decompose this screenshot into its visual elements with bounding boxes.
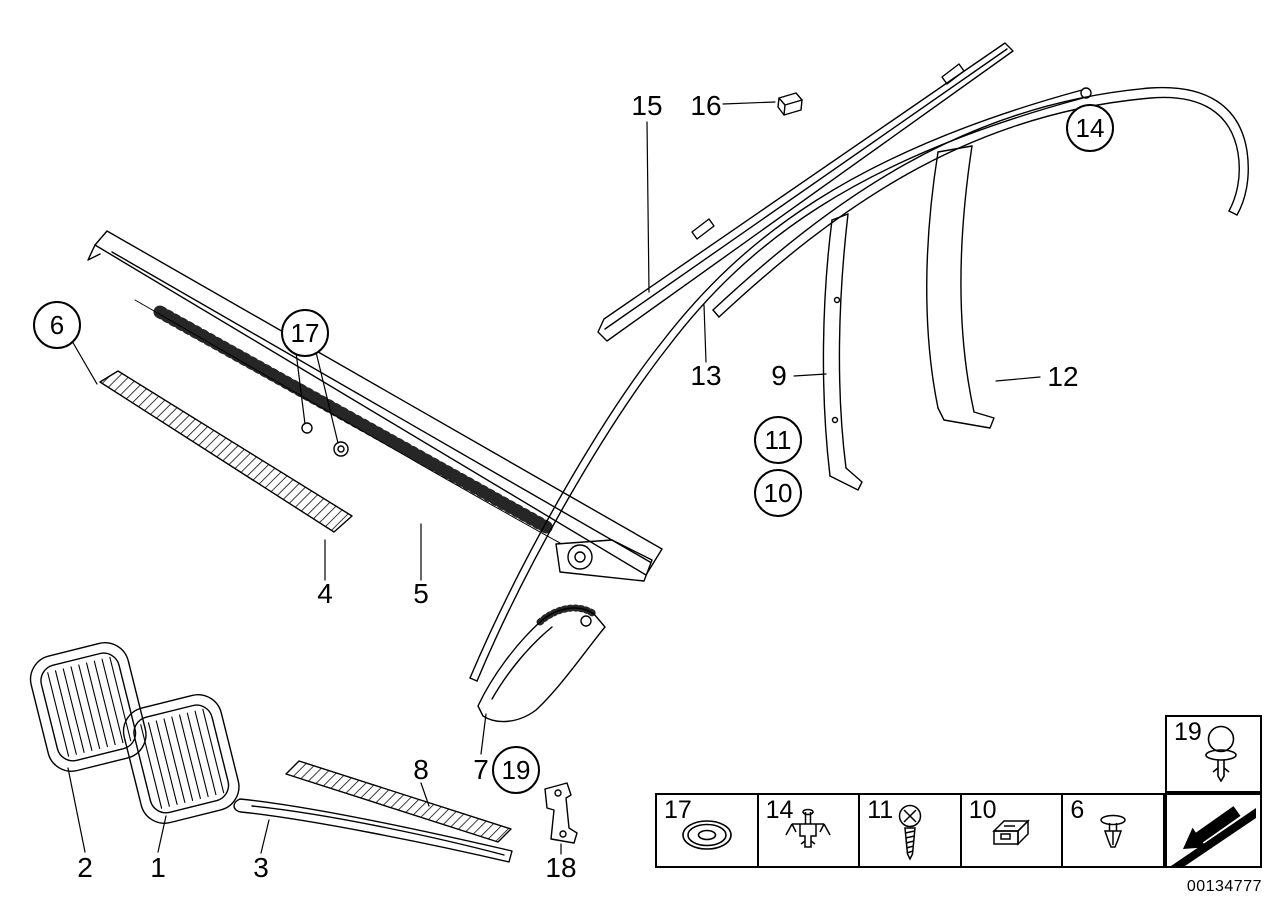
part-cowl-end-cover [477, 604, 606, 723]
callout-16[interactable]: 16 [690, 90, 722, 121]
callout-15[interactable]: 15 [631, 90, 663, 121]
callout-9[interactable]: 9 [771, 360, 787, 391]
part-moulding-3 [233, 798, 513, 863]
callout-3[interactable]: 3 [253, 852, 269, 883]
callout-17[interactable]: 17 [281, 309, 329, 357]
legend-cell-19: 19 [1165, 715, 1262, 793]
grommet-washer-icon [681, 820, 732, 851]
legend-number: 19 [1174, 718, 1202, 746]
legend-cell-11: 11 [858, 795, 960, 866]
legend-cell-6: 6 [1061, 795, 1163, 866]
callout-13[interactable]: 13 [690, 360, 722, 391]
callout-11[interactable]: 11 [754, 416, 802, 464]
legend-number: 10 [968, 796, 997, 824]
legend-cell-10: 10 [959, 795, 1062, 866]
callout-14[interactable]: 14 [1066, 104, 1114, 152]
callout-4[interactable]: 4 [317, 578, 333, 609]
part-roof-moulding [597, 42, 1014, 342]
part-window-trim-9 [822, 213, 863, 491]
callout-1[interactable]: 1 [150, 852, 166, 883]
direction-arrow-box [1165, 793, 1262, 868]
legend-cell-14: 14 [756, 795, 859, 866]
part-clip-16 [777, 92, 803, 116]
callout-6[interactable]: 6 [33, 301, 81, 349]
callout-19[interactable]: 19 [492, 746, 540, 794]
part-bracket-18 [544, 782, 578, 844]
part-cowl-panel [87, 230, 663, 582]
leader-lines [67, 101, 1041, 855]
callout-8[interactable]: 8 [413, 754, 429, 785]
document-number: 00134777 [1186, 878, 1262, 895]
screw-icon [898, 805, 922, 862]
callout-5[interactable]: 5 [413, 578, 429, 609]
legend-cell-17: 17 [657, 795, 757, 866]
part-grille-right [122, 694, 240, 824]
expansion-clip-icon [785, 809, 832, 849]
part-trim-strip-8 [285, 760, 512, 843]
part-grille-left [29, 642, 147, 772]
callout-2[interactable]: 2 [77, 852, 93, 883]
push-pin-rivet-icon [1205, 725, 1237, 783]
callout-10[interactable]: 10 [754, 469, 802, 517]
direction-arrow-icon [1171, 806, 1256, 866]
legend-number: 14 [765, 796, 794, 824]
callout-18[interactable]: 18 [545, 852, 577, 883]
expansion-rivet-icon [1100, 815, 1126, 849]
callout-12[interactable]: 12 [1047, 361, 1079, 392]
legend-number: 6 [1070, 796, 1085, 824]
sheet-metal-clip-icon [991, 819, 1030, 847]
fastener-legend-table: 17 14 11 [655, 793, 1165, 868]
part-pillar-trim [469, 87, 1092, 682]
legend-number: 17 [664, 796, 692, 824]
part-window-trim-12 [926, 145, 995, 429]
legend-number: 11 [867, 796, 894, 824]
callout-7[interactable]: 7 [473, 754, 489, 785]
